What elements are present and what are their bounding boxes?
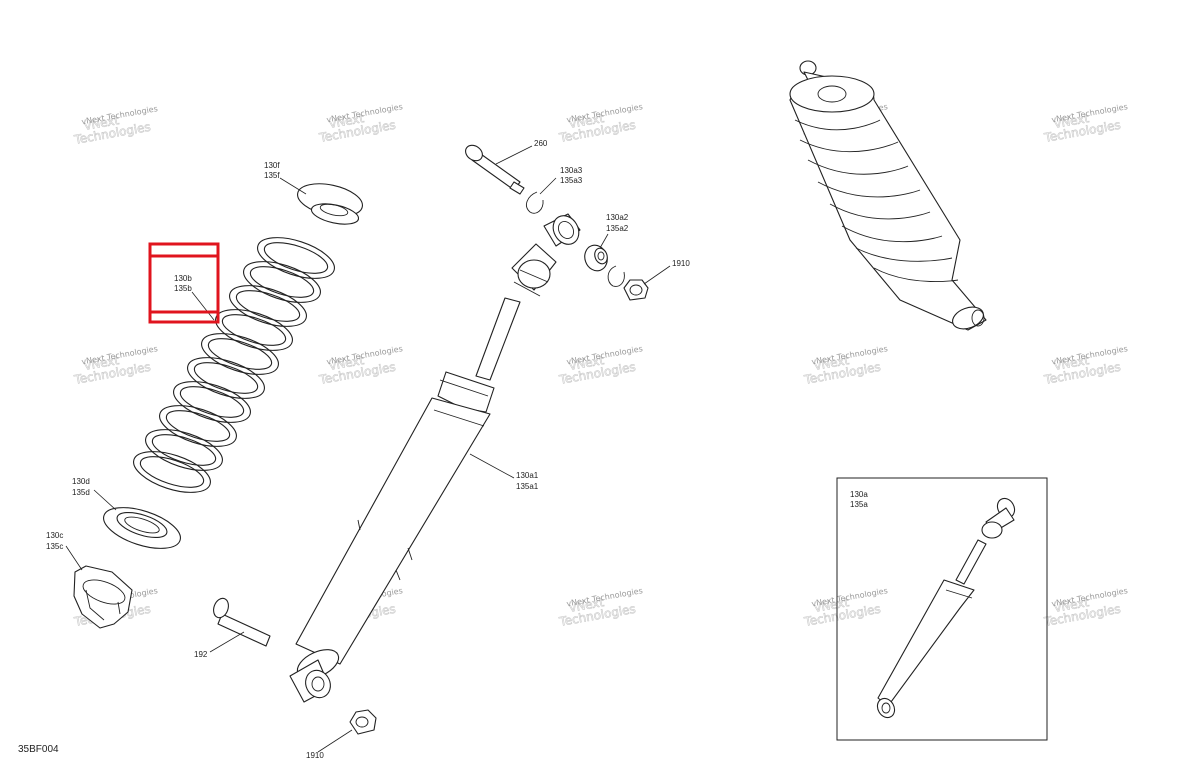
watermark: vNext Technologies vNext Technologies: [802, 586, 888, 629]
callouts: 130f 135f 130b 135b 130d 135d 130c 135c …: [46, 139, 868, 760]
bushing-130a2[interactable]: [581, 242, 611, 274]
svg-text:vNext: vNext: [83, 113, 120, 133]
svg-text:vNext: vNext: [328, 353, 365, 373]
coil-spring[interactable]: [129, 229, 340, 500]
upper-eyelet[interactable]: [511, 211, 584, 297]
callout-135a1: 135a1: [516, 482, 539, 491]
svg-text:vNext: vNext: [813, 595, 850, 615]
callout-135a: 135a: [850, 500, 868, 509]
watermark: vNext Technologies vNext Technologies: [557, 102, 643, 145]
watermark: vNext Technologies vNext Technologies: [557, 586, 643, 629]
callout-130f: 130f: [264, 161, 280, 170]
watermark: vNext Technologies vNext Technologies: [1042, 344, 1128, 387]
callout-130c: 130c: [46, 531, 63, 540]
svg-text:vNext: vNext: [568, 353, 605, 373]
callout-192: 192: [194, 650, 208, 659]
watermark: vNext Technologies vNext Technologies: [1042, 102, 1128, 145]
circlip-upper[interactable]: [607, 265, 625, 287]
watermark: vNext Technologies vNext Technologies: [72, 344, 158, 387]
callout-260: 260: [534, 139, 548, 148]
watermark: vNext Technologies vNext Technologies: [72, 104, 158, 147]
callout-135a2: 135a2: [606, 224, 629, 233]
callout-130a3: 130a3: [560, 166, 583, 175]
watermark: vNext Technologies vNext Technologies: [317, 102, 403, 145]
shock-absorber[interactable]: [289, 297, 521, 703]
nut-1910-upper[interactable]: [623, 279, 649, 301]
svg-text:vNext: vNext: [813, 353, 850, 373]
inset-damper-box[interactable]: [836, 477, 1048, 741]
diagram-code: 35BF004: [18, 744, 59, 755]
callout-135d: 135d: [72, 488, 90, 497]
upper-spring-seat[interactable]: [295, 178, 366, 227]
callout-130a1: 130a1: [516, 471, 539, 480]
nut-1910-lower[interactable]: [349, 709, 377, 735]
watermark: vNext Technologies vNext Technologies: [317, 344, 403, 387]
lower-spring-seat[interactable]: [99, 499, 186, 556]
svg-text:vNext: vNext: [328, 111, 365, 131]
svg-text:vNext: vNext: [1053, 111, 1090, 131]
callout-130a: 130a: [850, 490, 868, 499]
watermark: vNext Technologies vNext Technologies: [802, 344, 888, 387]
callout-130b: 130b: [174, 274, 192, 283]
bolt-192[interactable]: [211, 596, 271, 647]
svg-text:vNext: vNext: [83, 353, 120, 373]
callout-1910-upper: 1910: [672, 259, 690, 268]
bolt-260[interactable]: [463, 142, 525, 195]
watermark: vNext Technologies vNext Technologies: [557, 344, 643, 387]
svg-text:vNext: vNext: [568, 111, 605, 131]
callout-135b: 135b: [174, 284, 192, 293]
svg-text:vNext: vNext: [568, 595, 605, 615]
callout-135a3: 135a3: [560, 176, 583, 185]
callout-130d: 130d: [72, 477, 90, 486]
svg-text:vNext: vNext: [1053, 353, 1090, 373]
callout-135f: 135f: [264, 171, 280, 180]
adjuster-collar[interactable]: [73, 565, 133, 629]
highlight-box: [148, 242, 220, 324]
callout-130a2: 130a2: [606, 213, 629, 222]
watermark: vNext Technologies vNext Technologies: [1042, 586, 1128, 629]
svg-text:vNext: vNext: [1053, 595, 1090, 615]
leader-lines: [65, 145, 671, 753]
assembled-shock[interactable]: [789, 60, 987, 333]
callout-135c: 135c: [46, 542, 63, 551]
callout-1910-lower: 1910: [306, 751, 324, 760]
circlip-130a3[interactable]: [526, 191, 544, 214]
